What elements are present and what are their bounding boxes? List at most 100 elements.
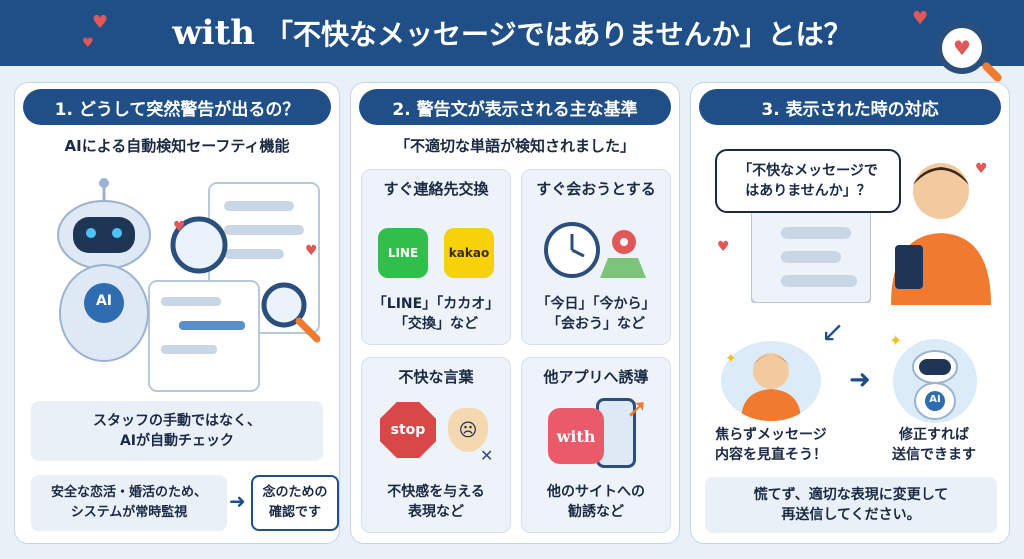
- chat-line: [781, 227, 851, 239]
- warning-speech-bubble: 「不快なメッセージで はありませんか」？: [715, 149, 901, 213]
- document-line: [224, 201, 294, 211]
- card-title: すぐ連絡先交換: [383, 180, 489, 198]
- magnifier-lens: [261, 282, 307, 328]
- confirm-box: 念のための 確認です: [251, 475, 339, 531]
- card-body-line: 表現など: [408, 504, 464, 520]
- clock-map-illustration: [544, 222, 646, 278]
- panel-criteria: 2. 警告文が表示される主な基準 「不適切な単語が検知されました」 すぐ連絡先交…: [350, 82, 680, 544]
- page-header: with 「不快なメッセージではありませんか」とは？: [0, 0, 1024, 66]
- magnifier-handle: [295, 317, 321, 343]
- relieved-person-circle: [721, 341, 821, 421]
- map-icon: [600, 258, 646, 278]
- robot-badge-label: AI: [95, 293, 113, 309]
- magnifier-icon: ♥: [936, 22, 988, 74]
- person-shirt: [741, 389, 801, 421]
- speech-line: 「不快なメッセージで: [738, 163, 878, 179]
- cross-icon: ✕: [480, 446, 494, 465]
- speech-line: はありませんか」？: [745, 183, 871, 199]
- criteria-card-offensive: 不快な言葉 stop ☹ ✕ 不快感を与える 表現など: [361, 357, 511, 533]
- card-body-line: 勧誘など: [568, 504, 624, 520]
- heart-icon: ♥: [912, 8, 929, 29]
- card-body-line: 「交換」など: [394, 316, 478, 332]
- kakao-app-icon: kakao: [444, 228, 494, 278]
- card-title: すぐ会おうとする: [536, 180, 656, 198]
- staff-box-line: スタッフの手動ではなく、: [93, 413, 261, 429]
- chat-sheet: [148, 280, 260, 392]
- chat-line: [781, 251, 841, 263]
- confirm-box-line: 確認です: [268, 505, 321, 520]
- right-caption: 修正すれば 送信できます: [869, 425, 999, 465]
- monitor-box-line: 安全な恋活・婚活のため、: [50, 485, 207, 500]
- left-caption: 焦らずメッセージ 内容を見直そう！: [701, 425, 841, 465]
- advice-line: 慌てず、適切な表現に変更して: [753, 487, 949, 503]
- heart-icon: ♥: [975, 161, 988, 177]
- robot-antenna-tip: [99, 178, 109, 188]
- panel1-subtitle: AIによる自動検知セーフティ機能: [64, 137, 290, 155]
- chat-line: [161, 297, 221, 306]
- card-body-line: 「LINE」「カカオ」: [372, 296, 500, 312]
- robot-face: [919, 359, 951, 375]
- card-body: 「LINE」「カカオ」 「交換」など: [362, 294, 510, 334]
- magnifier-lens: [170, 216, 228, 274]
- map-pin-dot: [620, 238, 628, 246]
- chat-line: [179, 321, 245, 330]
- panel-why-warning: 1. どうして突然警告が出るの？ AIによる自動検知セーフティ機能 AI ♥ ♥…: [14, 82, 340, 544]
- panel3-title: 3. 表示された時の対応: [699, 89, 1001, 125]
- robot-face: [73, 217, 135, 253]
- arrow-right-icon: ➜: [229, 489, 246, 513]
- arrow-right-icon: ➜: [849, 365, 871, 395]
- person-face: [753, 353, 789, 389]
- heart-icon: ♥: [92, 12, 109, 33]
- heart-icon: ♥: [82, 36, 94, 51]
- angry-mask-icon: ☹: [448, 408, 488, 452]
- card-body: 他のサイトへの 勧誘など: [522, 482, 670, 522]
- arrow-down-left-icon: ↙: [821, 315, 845, 348]
- confirm-box-line: 念のための: [262, 485, 328, 500]
- line-app-icon: LINE: [378, 228, 428, 278]
- card-title: 不快な言葉: [398, 368, 474, 386]
- panel1-title: 1. どうして突然警告が出るの？: [23, 89, 331, 125]
- document-line: [224, 225, 304, 235]
- criteria-card-meet: すぐ会おうとする 「今日」「今から」 「会おう」など: [521, 169, 671, 345]
- brand-logo: with: [172, 13, 255, 53]
- chat-line: [161, 345, 217, 354]
- arrow-up-right-icon: ➚: [626, 394, 648, 424]
- robot-circle: AI: [893, 339, 977, 423]
- chat-line: [781, 275, 857, 287]
- caption-line: 送信できます: [892, 447, 976, 463]
- advice-box: 慌てず、適切な表現に変更して 再送信してください。: [705, 477, 997, 533]
- card-body-line: 他のサイトへの: [547, 484, 645, 500]
- with-app-icon: with: [548, 408, 604, 464]
- robot-illustration: [912, 350, 958, 420]
- panel-response: 3. 表示された時の対応 「不快なメッセージで はありませんか」？ ♥ ♥ ↙ …: [690, 82, 1010, 544]
- robot-badge-label: AI: [929, 394, 941, 405]
- phone-icon: [895, 245, 923, 289]
- card-body-line: 不快感を与える: [387, 484, 485, 500]
- clock-hand: [571, 248, 585, 258]
- robot-eye: [86, 228, 96, 238]
- man-with-phone-illustration: [891, 163, 991, 305]
- robot-eye: [112, 228, 122, 238]
- panel2-subtitle: 「不適切な単語が検知されました」: [394, 137, 635, 155]
- staff-box: スタッフの手動ではなく、 AIが自動チェック: [31, 401, 323, 461]
- card-body-line: 「今日」「今から」: [536, 296, 656, 312]
- card-body: 「今日」「今から」 「会おう」など: [522, 294, 670, 334]
- heart-icon: ♥: [173, 219, 186, 235]
- sparkle-icon: ✦: [889, 331, 903, 350]
- robot-ai-badge: [84, 283, 124, 323]
- man-face: [913, 163, 969, 219]
- criteria-card-redirect: 他アプリへ誘導 with ➚ 他のサイトへの 勧誘など: [521, 357, 671, 533]
- staff-box-line: AIが自動チェック: [119, 433, 235, 449]
- monitor-box: 安全な恋活・婚活のため、 システムが常時監視: [31, 475, 227, 531]
- person-hair: [753, 355, 789, 365]
- man-hair: [913, 167, 969, 185]
- panel2-title: 2. 警告文が表示される主な基準: [359, 89, 671, 125]
- card-body: 不快感を与える 表現など: [362, 482, 510, 522]
- document-line: [224, 249, 284, 259]
- caption-line: 修正すれば: [899, 427, 969, 443]
- caption-line: 内容を見直そう！: [715, 447, 827, 463]
- sparkle-icon: ✦: [725, 351, 737, 367]
- card-body-line: 「会おう」など: [547, 316, 645, 332]
- page-title: 「不快なメッセージではありませんか」とは？: [265, 18, 852, 51]
- monitor-box-line: システムが常時監視: [70, 505, 188, 520]
